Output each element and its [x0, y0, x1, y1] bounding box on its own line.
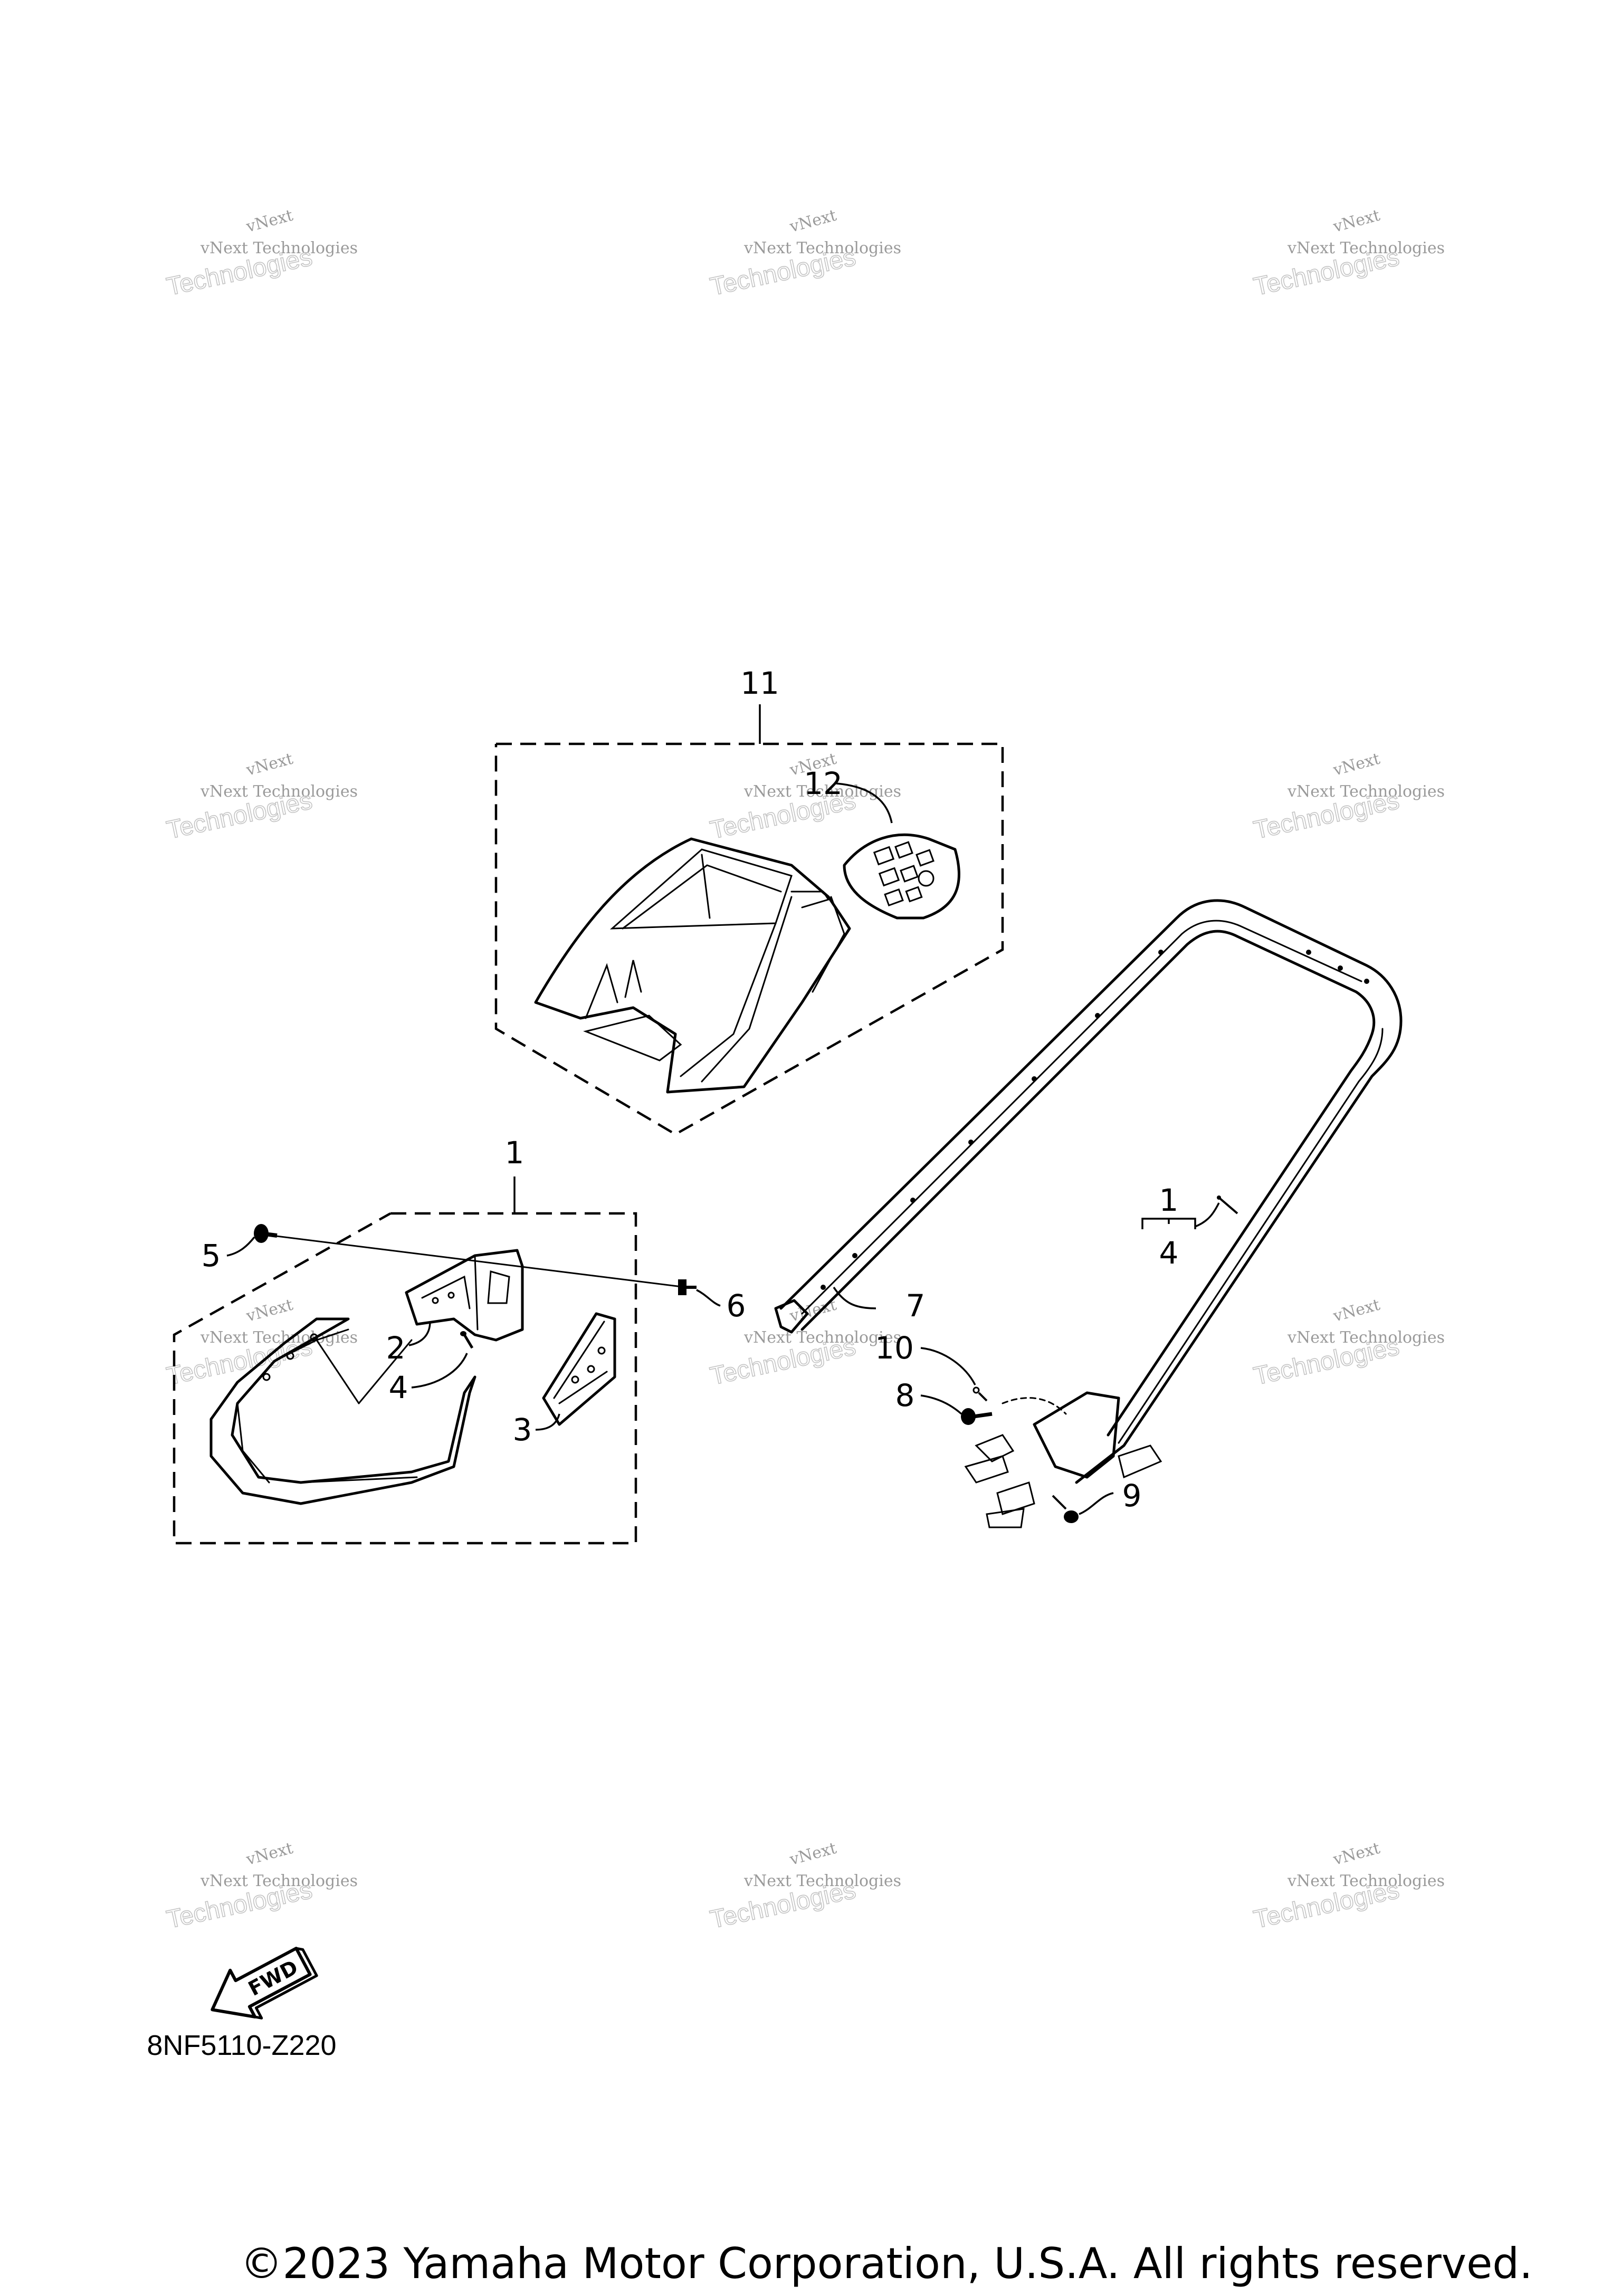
watermark-line2: vNext Technologies: [200, 782, 358, 801]
callout-4-right: 4: [1159, 1235, 1179, 1271]
watermark: vNext vNext Technologies Technologies: [707, 1839, 901, 1935]
bumper-rail-part: [209, 1317, 476, 1505]
pin-4-right-part: [1217, 1195, 1238, 1214]
bracket-2-part: [405, 1249, 524, 1342]
callout-9-leader: [1079, 1492, 1114, 1515]
watermark-line1: vNext: [1331, 1296, 1382, 1326]
callout-7: 7: [906, 1288, 926, 1324]
decal-part: [843, 833, 960, 920]
watermark-line1: vNext: [1331, 206, 1382, 236]
watermark-line2: vNext Technologies: [743, 1872, 901, 1890]
callout-8-leader: [920, 1394, 962, 1415]
callout-4-right-leader: [1195, 1202, 1220, 1228]
fwd-arrow-icon: FWD: [211, 1947, 318, 2020]
hood-cover-part: [534, 837, 851, 1094]
watermark-line1: vNext: [787, 1839, 838, 1869]
watermark: vNext vNext Technologies Technologies: [164, 206, 358, 302]
frame-end-cap: [774, 1299, 809, 1334]
callout-12-leader: [836, 782, 893, 824]
watermark-line2: vNext Technologies: [1287, 239, 1445, 257]
callout-6: 6: [727, 1288, 746, 1324]
callout-5-leader: [226, 1236, 255, 1257]
watermark-line1: vNext: [1331, 750, 1382, 780]
watermark-line2: vNext Technologies: [200, 1328, 358, 1347]
bracket-3-part: [542, 1312, 616, 1426]
watermark-line1: vNext: [787, 206, 838, 236]
callout-2: 2: [386, 1330, 406, 1366]
bolt-5-part: [254, 1224, 278, 1243]
rail-frame-inner: [800, 930, 1376, 1437]
callout-10-leader: [920, 1347, 976, 1385]
callout-8: 8: [895, 1377, 915, 1413]
callout-4-left-leader: [411, 1353, 468, 1389]
watermark-line1: vNext: [244, 206, 295, 236]
callout-11: 11: [740, 665, 779, 701]
rail-frame-outer: [779, 899, 1403, 1484]
fastener-6-part: [678, 1279, 697, 1295]
nut-9-part: [1052, 1495, 1079, 1523]
watermark-line2: vNext Technologies: [743, 239, 901, 257]
pin-4-part: [460, 1331, 474, 1349]
callout-1-left: 1: [505, 1135, 525, 1171]
watermark-line1: vNext: [244, 750, 295, 780]
kit-1-group: 1 5 6 2: [173, 1135, 746, 1545]
watermark: vNext vNext Technologies Technologies: [164, 1839, 358, 1935]
clip-10-part: [972, 1386, 988, 1402]
watermark-line2: vNext Technologies: [200, 1872, 358, 1890]
kit-1-dashed-outline: [173, 1212, 637, 1545]
copyright-notice: ©2023 Yamaha Motor Corporation, U.S.A. A…: [240, 2239, 1532, 2288]
watermark-line1: vNext: [1331, 1839, 1382, 1869]
watermark-line2: vNext Technologies: [1287, 782, 1445, 801]
watermark: vNext vNext Technologies Technologies: [1251, 750, 1445, 845]
callout-9: 9: [1122, 1478, 1142, 1514]
callout-1-right: 1: [1159, 1182, 1179, 1218]
watermark-line2: vNext Technologies: [743, 782, 901, 801]
frame-holes: [821, 950, 1369, 1290]
watermark: vNext vNext Technologies Technologies: [164, 750, 358, 845]
watermark: vNext vNext Technologies Technologies: [1251, 206, 1445, 302]
callout-6-leader: [696, 1289, 721, 1307]
watermark: vNext vNext Technologies Technologies: [1251, 1839, 1445, 1935]
bolt-8-part: [961, 1408, 993, 1425]
kit-11-group: 11 12: [494, 665, 1004, 1136]
watermark: vNext vNext Technologies Technologies: [1251, 1296, 1445, 1391]
watermark-line1: vNext: [244, 1296, 295, 1326]
watermark-line1: vNext: [244, 1839, 295, 1869]
callout-7-leader: [833, 1287, 876, 1309]
callout-12: 12: [804, 766, 843, 801]
callout-2-leader: [408, 1321, 431, 1346]
watermark-grid: vNext vNext Technologies Technologies vN…: [164, 206, 1445, 1935]
callout-5: 5: [202, 1238, 221, 1274]
frame-mount-part: [964, 1391, 1162, 1528]
watermark-line2: vNext Technologies: [743, 1328, 901, 1347]
rail-frame-assembly: 7 10 8 9 1 4: [774, 899, 1403, 1528]
callout-3-leader: [535, 1413, 560, 1431]
watermark: vNext vNext Technologies Technologies: [707, 206, 901, 302]
diagram-code: 8NF5110-Z220: [147, 2030, 336, 2061]
callout-3: 3: [513, 1412, 532, 1448]
watermark-line2: vNext Technologies: [1287, 1328, 1445, 1347]
kit-11-dashed-outline: [494, 742, 1004, 1136]
callout-4-left: 4: [389, 1370, 408, 1405]
callout-10: 10: [875, 1330, 914, 1366]
watermark-line2: vNext Technologies: [1287, 1872, 1445, 1890]
watermark-line2: vNext Technologies: [200, 239, 358, 257]
